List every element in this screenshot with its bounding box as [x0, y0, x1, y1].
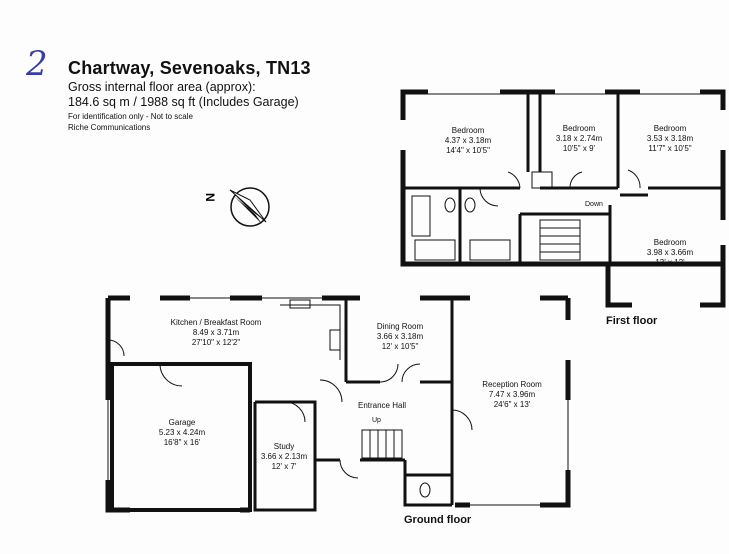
room-bedroom-4: Bedroom 3.98 x 3.66m 13' x 12' — [646, 238, 694, 267]
room-bedroom-2: Bedroom 3.18 x 2.74m 10'5" x 9' — [555, 124, 603, 153]
room-entrance-hall: Entrance Hall — [357, 401, 407, 410]
compass-north-label: N — [203, 193, 217, 202]
room-reception: Reception Room 7.47 x 3.96m 24'6" x 13' — [482, 380, 542, 409]
stairs-down-label: Down — [585, 201, 603, 208]
room-bedroom-1: Bedroom 4.37 x 3.18m 14'4" x 10'5" — [444, 126, 492, 155]
stairs-up-label: Up — [372, 417, 381, 424]
room-dining: Dining Room 3.66 x 3.18m 12' x 10'5" — [376, 322, 424, 351]
area-label: Gross internal floor area (approx): — [68, 80, 256, 94]
ground-floor-plan — [105, 295, 571, 513]
property-title: Chartway, Sevenoaks, TN13 — [68, 58, 311, 78]
room-study: Study 3.66 x 2.13m 12' x 7' — [260, 442, 308, 471]
room-bedroom-3: Bedroom 3.53 x 3.18m 11'7" x 10'5" — [646, 124, 694, 153]
credit-text: Riche Communications — [68, 123, 151, 132]
disclaimer-text: For identification only - Not to scale — [68, 112, 193, 121]
compass-icon: N — [203, 187, 270, 227]
area-value: 184.6 sq m / 1988 sq ft (Includes Garage… — [68, 95, 299, 109]
room-kitchen-breakfast: Kitchen / Breakfast Room 8.49 x 3.71m 27… — [170, 318, 262, 347]
ground-floor-label: Ground floor — [404, 514, 472, 526]
first-floor-plan — [400, 89, 726, 308]
handwritten-annotation: 2 — [26, 44, 48, 84]
room-garage: Garage 5.23 x 4.24m 16'8" x 16' — [158, 418, 206, 447]
first-floor-label: First floor — [606, 315, 658, 327]
